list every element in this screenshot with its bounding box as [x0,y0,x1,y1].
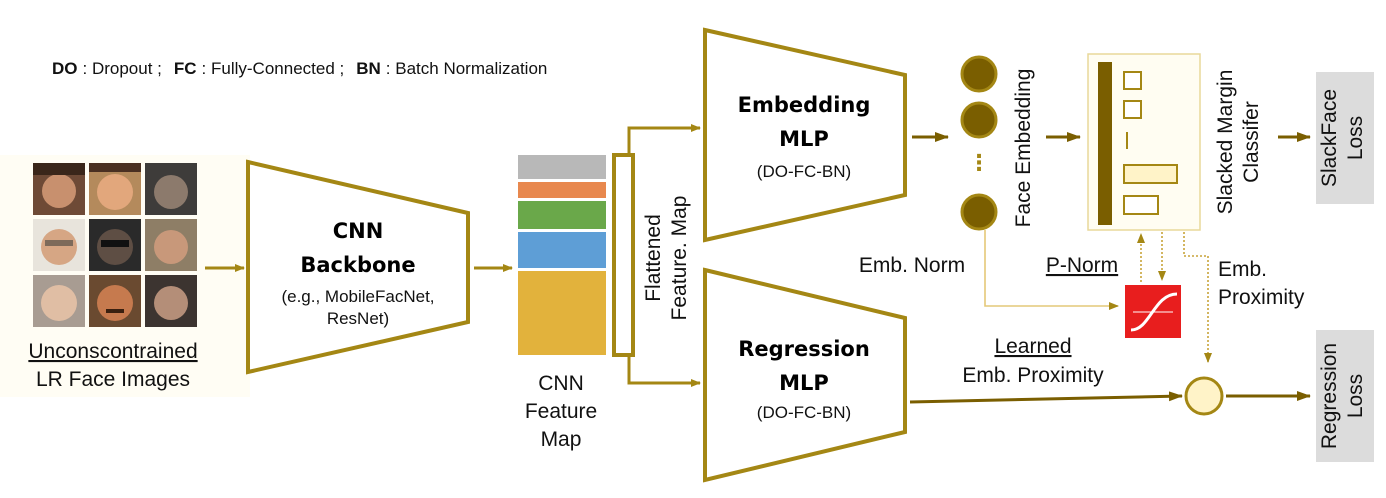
feature-channel-yellow [518,271,606,355]
embedding-mlp-title-line1: Embedding [738,93,871,117]
featuremap-label-line3: Map [541,428,582,451]
legend-bn-text: : Batch Normalization [386,59,548,78]
regression-combine-node [1184,376,1224,416]
embedding-mlp-title-line2: MLP [779,127,829,151]
regression-mlp-title-line2: MLP [779,371,829,395]
legend-fc-abbr: FC [174,59,197,78]
face-embedding-nodes: ⋮ [960,55,998,231]
embedding-ellipsis: ⋮ [968,151,990,176]
class-margin-box-wide [1123,164,1178,184]
cnn-backbone-block: CNN Backbone (e.g., MobileFacNet, ResNet… [246,159,470,375]
legend-bn-abbr: BN [356,59,381,78]
classifier-label-line2: Classifer [1240,101,1263,183]
slackface-loss-line2: Loss [1344,116,1367,160]
class-margin-box [1123,71,1142,90]
face-thumbnail [33,275,85,327]
regression-loss-line1: Regression [1318,343,1341,449]
p-norm-sigmoid-icon [1125,285,1181,338]
learned-proximity-line2: Emb. Proximity [962,364,1104,387]
embedding-node [960,55,998,93]
backbone-title-line2: Backbone [300,253,415,277]
slackface-loss-box: SlackFace Loss [1316,72,1374,204]
face-thumbnail [89,219,141,271]
flattened-label-line2: Feature. Map [668,196,691,321]
face-thumbnail [145,163,197,215]
embedding-node [960,101,998,139]
emb-norm-arrow [984,230,1119,310]
regression-loss-box: Regression Loss [1316,330,1374,462]
face-thumbnail [33,219,85,271]
face-thumbnail [89,163,141,215]
emb-proximity-line2: Proximity [1218,286,1305,309]
input-face-grid: Unconscontrained LR Face Images [0,155,250,397]
slackface-loss-line1: SlackFace [1318,89,1341,187]
face-thumbnail [145,219,197,271]
legend-do-abbr: DO [52,59,78,78]
featuremap-label-line2: Feature [525,400,597,423]
legend-fc-text: : Fully-Connected ; [202,59,345,78]
legend-do-text: : Dropout ; [83,59,162,78]
feature-channel-gray [518,155,606,179]
feature-channel-orange [518,182,606,198]
arrow-learned-proximity [909,391,1183,404]
class-margin-box [1123,100,1142,119]
feature-channel-green [518,201,606,229]
flattened-label-line1: Flattened [642,214,665,302]
slacked-margin-classifier [1087,53,1201,231]
face-embedding-label: Face Embedding [1012,69,1035,228]
cnn-feature-map: CNN Feature Map [518,155,606,451]
face-thumbnail [89,275,141,327]
svg-text:DO: Dropout ;FC: Fully-Connect: DO : Dropout ; FC : Fully-Connected ; BN : Ba… [52,59,547,78]
arrow-to-regression-mlp [627,355,701,387]
backbone-sub-line2: ResNet) [327,309,389,328]
backbone-sub-line1: (e.g., MobileFacNet, [281,287,434,306]
regression-loss-line2: Loss [1344,374,1367,418]
feature-channel-blue [518,232,606,268]
input-label-line1: Unconscontrained [28,340,197,363]
emb-norm-label: Emb. Norm [859,254,965,277]
flattened-label: Flattened Feature. Map [642,196,691,321]
regression-mlp-sub: (DO-FC-BN) [757,403,851,422]
regression-mlp-title-line1: Regression [738,337,870,361]
backbone-title-line1: CNN [333,219,384,243]
embedding-mlp-block: Embedding MLP (DO-FC-BN) [703,27,907,243]
regression-mlp-block: Regression MLP (DO-FC-BN) [703,267,907,483]
classifier-label-line1: Slacked Margin [1214,70,1237,215]
emb-proximity-line1: Emb. [1218,258,1267,281]
embedding-mlp-sub: (DO-FC-BN) [757,162,851,181]
emb-proximity-arrow [1183,232,1212,363]
input-label-line2: LR Face Images [36,368,190,391]
arrow-to-embedding-mlp [627,124,701,155]
classifier-weight-bar [1098,62,1112,225]
face-thumbnail [33,163,85,215]
flattened-feature-vector [612,153,635,357]
legend: DO : Dropout ; FC : Fully-Connected ; BN : Ba… [52,59,547,78]
face-thumbnail [145,275,197,327]
learned-proximity-line1: Learned [994,335,1071,358]
featuremap-label-line1: CNN [538,372,584,395]
class-margin-box-medium [1123,195,1159,215]
embedding-node [960,193,998,231]
p-norm-label: P-Norm [1046,254,1118,277]
